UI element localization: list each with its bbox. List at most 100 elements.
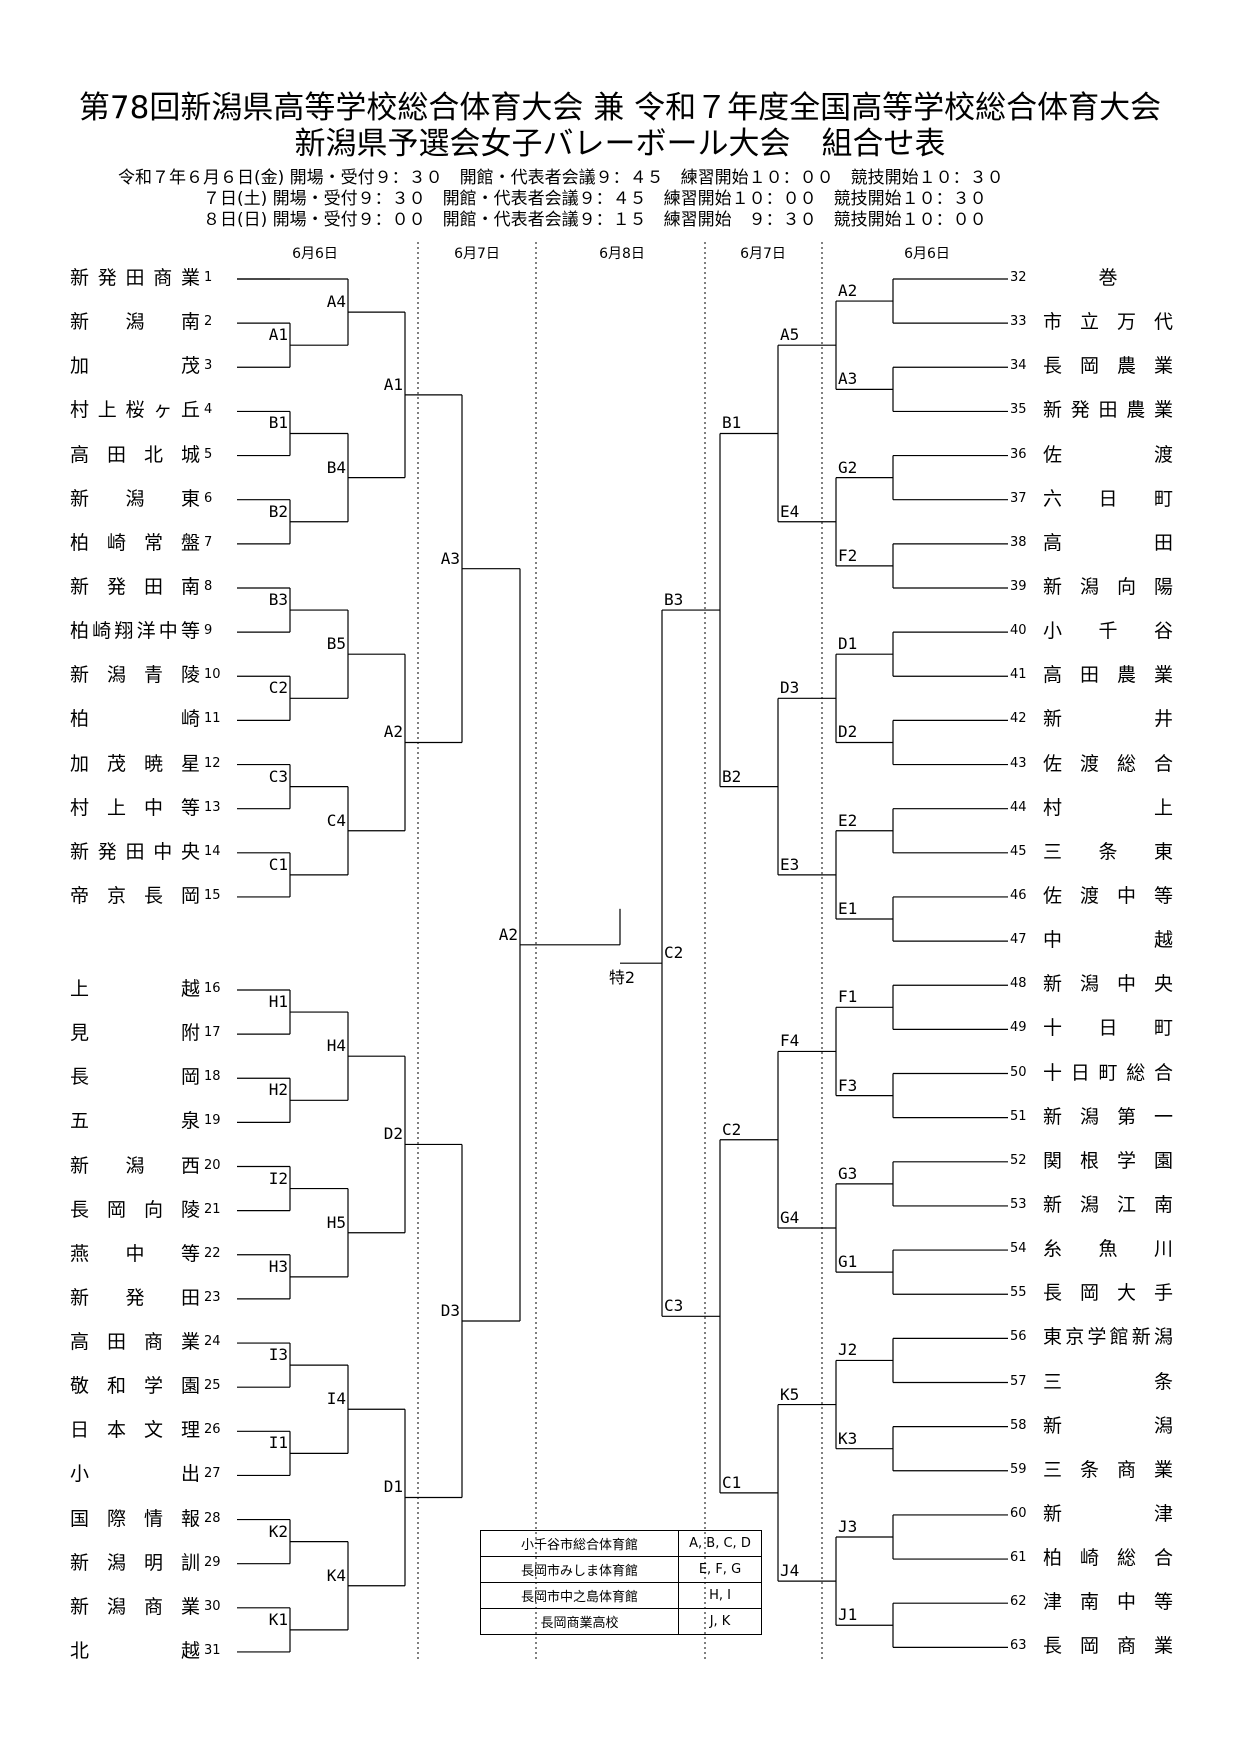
team-name-char: 柏: [70, 531, 90, 554]
team-name-char: 崎: [106, 531, 126, 554]
match-label: G3: [838, 1163, 858, 1183]
team-name-char: 越: [180, 1639, 200, 1662]
team-name-char: 第: [1116, 1105, 1136, 1128]
team-name-char: 十: [1043, 1061, 1063, 1084]
team-name-char: 総: [1116, 1547, 1136, 1570]
team-name-char: 新: [70, 1286, 90, 1309]
team-name-char: 本: [106, 1419, 126, 1442]
team-name: 新潟向陽: [1043, 574, 1173, 600]
team-name-char: 総: [1126, 1061, 1146, 1084]
team-name: 柏崎総合: [1043, 1545, 1173, 1571]
team-name-char: 商: [143, 1595, 163, 1618]
team-name-char: 業: [1153, 1635, 1173, 1658]
match-label: F2: [838, 545, 858, 565]
team-name-char: 立: [1079, 311, 1099, 334]
team-name-char: 青: [143, 664, 163, 687]
team-name-char: 中: [1043, 929, 1063, 952]
seed-number: 22: [204, 1245, 221, 1261]
venue-courts: H, I: [678, 1582, 762, 1609]
team-name-char: 中: [158, 620, 178, 643]
team-name-char: 等: [180, 1242, 200, 1265]
team-name-char: 崎: [180, 708, 200, 731]
team-name-char: 長: [1043, 355, 1063, 378]
seed-number: 4: [204, 402, 213, 418]
team-name: 新潟第一: [1043, 1104, 1173, 1130]
team-name-char: 大: [1116, 1282, 1136, 1305]
team-name-char: 柏: [1043, 1547, 1063, 1570]
match-label: B4: [326, 457, 346, 477]
seed-number: 38: [1010, 534, 1027, 550]
team-name-char: 日: [1098, 1017, 1118, 1040]
seed-number: 45: [1010, 843, 1027, 859]
team-name-char: 井: [1153, 708, 1173, 731]
venue-name: 小千谷市総合体育館: [480, 1530, 679, 1557]
team-name-char: 巻: [1098, 267, 1118, 289]
team-name: 長岡大手: [1043, 1280, 1173, 1306]
team-name-char: 商: [1116, 1458, 1136, 1481]
team-name: 新津: [1043, 1501, 1173, 1527]
team-name: 佐渡総合: [1043, 751, 1173, 777]
team-name-char: 陽: [1153, 575, 1173, 598]
team-name-char: 田: [180, 1286, 200, 1309]
seed-number: 11: [204, 711, 221, 727]
seed-number: 37: [1010, 490, 1027, 506]
match-label: K3: [838, 1428, 858, 1448]
team-name: 見附: [70, 1020, 200, 1046]
team-name-char: 燕: [70, 1242, 90, 1265]
team-name-char: 高: [1043, 531, 1063, 554]
match-label: G4: [780, 1208, 800, 1227]
team-name: 新潟中央: [1043, 971, 1173, 997]
team-name-char: 新: [1043, 1502, 1063, 1525]
team-name: 国際情報: [70, 1506, 200, 1532]
team-name: 新潟: [1043, 1413, 1173, 1439]
seed-number: 51: [1010, 1108, 1027, 1124]
team-name-char: 潟: [1079, 1105, 1099, 1128]
team-name-char: 三: [1043, 1458, 1063, 1481]
team-name: 村上: [1043, 795, 1173, 821]
team-name-char: 国: [70, 1507, 90, 1530]
team-name-char: 総: [1116, 752, 1136, 775]
team-name-char: 新: [70, 267, 90, 289]
team-name: 加茂: [70, 353, 200, 379]
team-name-char: 商: [143, 1331, 163, 1354]
day-header: 6月7日: [740, 246, 786, 262]
team-name: 新潟西: [70, 1153, 200, 1179]
team-name-char: 市: [1043, 311, 1063, 334]
seed-number: 40: [1010, 623, 1027, 639]
team-name-char: 新: [1043, 1105, 1063, 1128]
match-label: A1: [268, 325, 288, 345]
team-name-char: 田: [106, 443, 126, 466]
team-name-char: 明: [143, 1551, 163, 1574]
team-name: 糸魚川: [1043, 1236, 1173, 1262]
team-name-char: 条: [1079, 1458, 1099, 1481]
team-name-char: 新: [70, 1154, 90, 1177]
team-name-char: 条: [1098, 840, 1118, 863]
team-name-char: 等: [180, 620, 200, 643]
team-name-char: 農: [1126, 399, 1146, 422]
seed-number: 7: [204, 534, 213, 550]
team-name-char: 北: [143, 443, 163, 466]
match-label: C2: [664, 943, 684, 963]
seed-number: 28: [204, 1510, 221, 1526]
seed-number: 26: [204, 1422, 221, 1438]
team-name-char: 発: [97, 267, 117, 289]
team-name-char: 向: [143, 1198, 163, 1221]
match-label: H4: [326, 1036, 346, 1056]
team-name-char: 業: [1153, 355, 1173, 378]
team-name-char: 六: [1043, 487, 1063, 510]
team-name-char: 泉: [180, 1110, 200, 1133]
seed-number: 62: [1010, 1594, 1027, 1610]
team-name-char: 代: [1153, 311, 1173, 334]
match-label: E3: [780, 854, 800, 874]
team-name-char: 東: [1043, 1326, 1063, 1349]
team-name-char: 長: [70, 1198, 90, 1221]
team-name-char: 長: [143, 884, 163, 907]
team-name-char: 南: [1153, 1193, 1173, 1216]
team-name-char: 田: [143, 575, 163, 598]
team-name: 新潟江南: [1043, 1192, 1173, 1218]
team-name-char: 潟: [125, 487, 145, 510]
match-label: C1: [268, 854, 288, 874]
